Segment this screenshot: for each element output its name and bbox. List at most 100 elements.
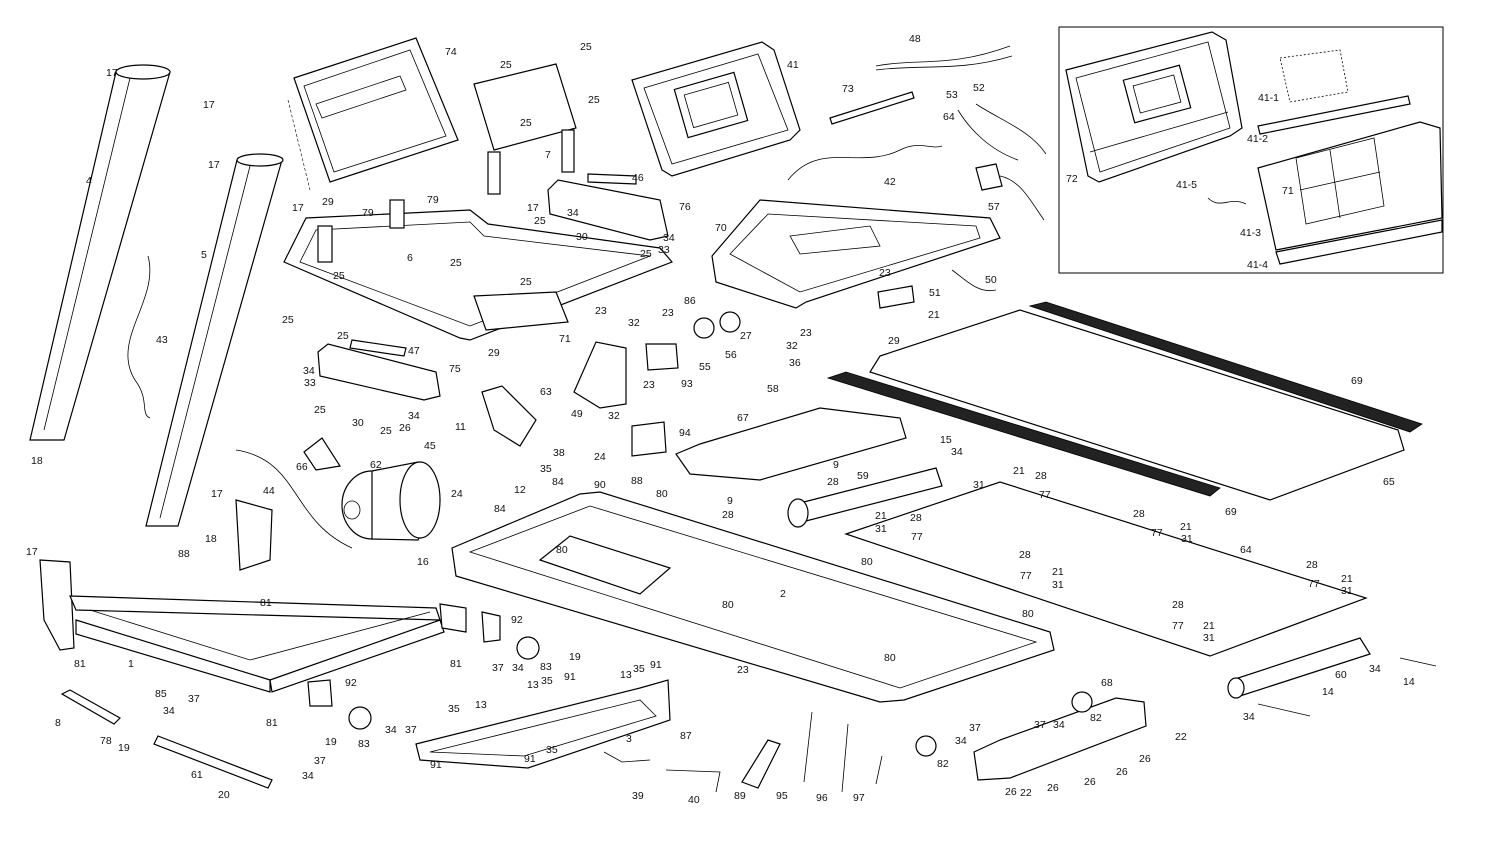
callout-c83b: 83 <box>540 661 552 673</box>
callout-c34k: 34 <box>955 735 967 747</box>
callout-c81d: 81 <box>266 717 278 729</box>
callout-c28b: 28 <box>827 476 839 488</box>
callout-c42: 42 <box>884 176 896 188</box>
callout-c37c: 37 <box>405 724 417 736</box>
callout-c50: 50 <box>985 274 997 286</box>
callout-c41-2: 41-2 <box>1247 133 1268 145</box>
callout-c77c: 77 <box>1151 527 1163 539</box>
callout-c77f: 77 <box>1172 620 1184 632</box>
callout-c1: 1 <box>128 658 134 670</box>
callout-c12: 12 <box>514 484 526 496</box>
callout-c25j: 25 <box>534 215 546 227</box>
callout-c26b: 26 <box>1139 753 1151 765</box>
callout-c14b: 14 <box>1322 686 1334 698</box>
callout-c3: 3 <box>626 733 632 745</box>
callout-c37a: 37 <box>188 693 200 705</box>
callout-c21b: 21 <box>1013 465 1025 477</box>
callout-c79a: 79 <box>362 207 374 219</box>
callout-c21c: 21 <box>875 510 887 522</box>
callout-c41-1: 41-1 <box>1258 92 1279 104</box>
foot-92a <box>481 611 501 643</box>
callout-c94: 94 <box>679 427 691 439</box>
callout-c71a: 71 <box>559 333 571 345</box>
callout-c21f: 21 <box>1341 573 1353 585</box>
callout-c97: 97 <box>853 792 865 804</box>
bracket-51 <box>877 285 915 309</box>
bearing-86b <box>719 311 741 333</box>
upright-right-5 <box>145 153 284 527</box>
wheel-83b <box>348 706 372 730</box>
callout-c34j: 34 <box>1243 711 1255 723</box>
callout-c21g: 21 <box>1203 620 1215 632</box>
pulse-sensor-47 <box>349 339 407 357</box>
callout-c80f: 80 <box>884 652 896 664</box>
callout-c29b: 29 <box>488 347 500 359</box>
tool-39 <box>603 751 651 763</box>
callout-c74: 74 <box>445 46 457 58</box>
callout-c23b: 23 <box>662 307 674 319</box>
callout-c47: 47 <box>408 345 420 357</box>
callout-c25g: 25 <box>520 276 532 288</box>
callout-c13c: 13 <box>475 699 487 711</box>
handgrip-76 <box>547 179 669 241</box>
callout-c76: 76 <box>679 201 691 213</box>
callout-c77d: 77 <box>1020 570 1032 582</box>
callout-c18b: 18 <box>205 533 217 545</box>
callout-c5: 5 <box>201 249 207 261</box>
callout-c34m: 34 <box>512 662 524 674</box>
callout-c80b: 80 <box>556 544 568 556</box>
callout-c65: 65 <box>1383 476 1395 488</box>
foot-92b <box>307 679 333 707</box>
callout-c34i: 34 <box>1369 663 1381 675</box>
callout-c86: 86 <box>684 295 696 307</box>
callout-c13b: 13 <box>620 669 632 681</box>
callout-c69a: 69 <box>1351 375 1363 387</box>
callout-c77e: 77 <box>1308 578 1320 590</box>
callout-c37f: 37 <box>492 662 504 674</box>
callout-c4: 4 <box>86 175 92 187</box>
pulse-sensor-46 <box>587 173 637 185</box>
bolt-96 <box>841 723 849 793</box>
callout-c81a: 81 <box>260 597 272 609</box>
callout-c43: 43 <box>156 334 168 346</box>
callout-c21e: 21 <box>1052 566 1064 578</box>
callout-c33b: 33 <box>304 377 316 389</box>
callout-c8: 8 <box>55 717 61 729</box>
callout-c81b: 81 <box>74 658 86 670</box>
callout-c29a: 29 <box>322 196 334 208</box>
callout-c25l: 25 <box>314 404 326 416</box>
callout-c84b: 84 <box>494 503 506 515</box>
callout-c33a: 33 <box>658 244 670 256</box>
callout-c31f: 31 <box>1203 632 1215 644</box>
callout-c78: 78 <box>100 735 112 747</box>
callout-c2: 2 <box>780 588 786 600</box>
callout-c72: 72 <box>1066 173 1078 185</box>
callout-c23d: 23 <box>800 327 812 339</box>
handrail-frame-6 <box>283 199 674 341</box>
callout-c75: 75 <box>449 363 461 375</box>
callout-c28d: 28 <box>910 512 922 524</box>
console-support-7 <box>473 63 577 195</box>
callout-c32b: 32 <box>608 410 620 422</box>
console-back-74 <box>287 37 459 191</box>
callout-c80c: 80 <box>861 556 873 568</box>
rear-cap-68 <box>973 697 1147 781</box>
wire-53 <box>957 109 1019 161</box>
callout-c19c: 19 <box>569 651 581 663</box>
callout-c34b: 34 <box>302 770 314 782</box>
handgrip-75 <box>317 343 441 401</box>
callout-c24a: 24 <box>594 451 606 463</box>
callout-c60: 60 <box>1335 669 1347 681</box>
wire-42 <box>787 144 943 181</box>
incline-frame-3 <box>415 679 671 769</box>
tool-40 <box>665 769 721 793</box>
lube-89 <box>741 739 781 789</box>
callout-c21a: 21 <box>928 309 940 321</box>
callout-c34f: 34 <box>303 365 315 377</box>
bracket-71 <box>473 291 569 331</box>
callout-c30a: 30 <box>576 231 588 243</box>
callout-c68: 68 <box>1101 677 1113 689</box>
wire-48 <box>875 45 1011 67</box>
callout-c37d: 37 <box>969 722 981 734</box>
